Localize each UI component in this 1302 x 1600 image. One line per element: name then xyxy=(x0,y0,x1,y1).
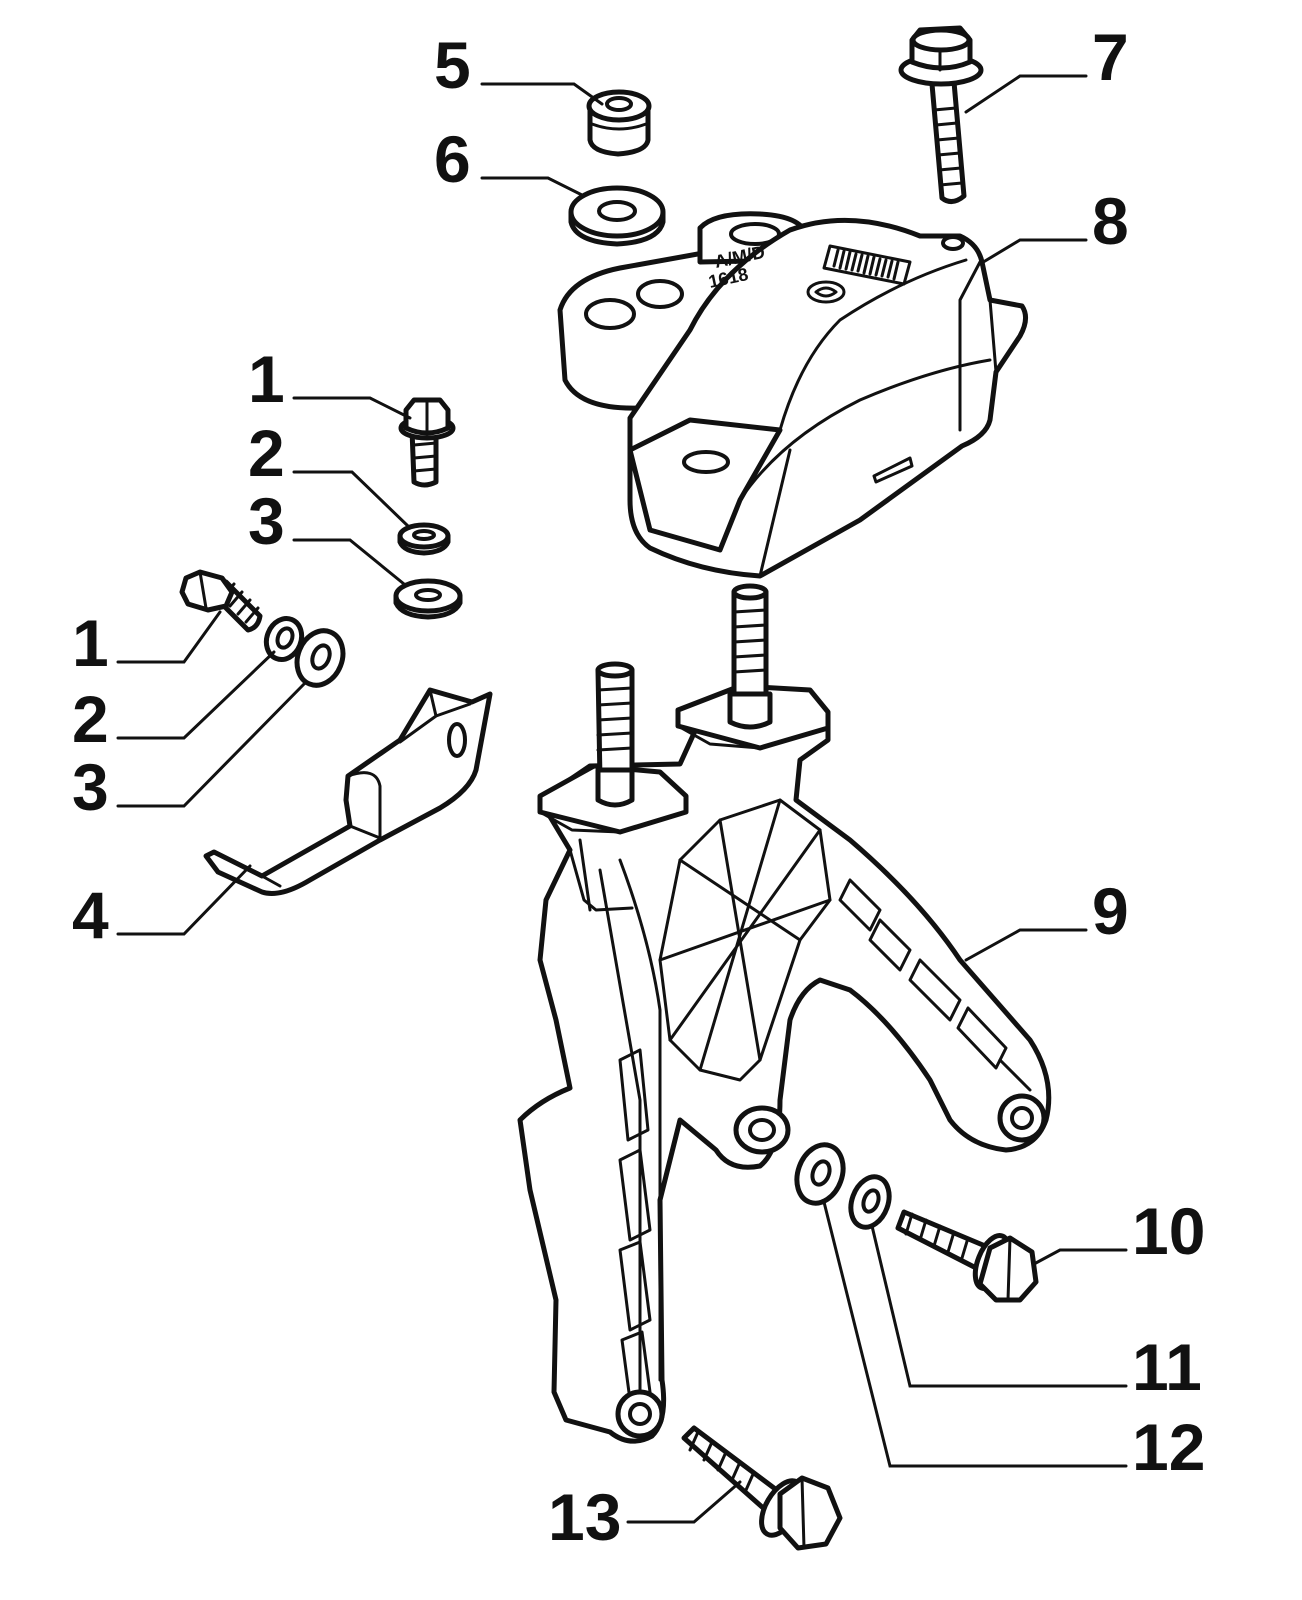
leader-13 xyxy=(626,1480,742,1524)
leader-4 xyxy=(116,864,252,936)
leader-9 xyxy=(964,928,1088,962)
callout-7: 7 xyxy=(1092,20,1129,94)
leader-3a xyxy=(292,538,406,586)
mount-barcode-label xyxy=(822,244,912,286)
part-3-washer-upper xyxy=(393,578,463,620)
leader-12 xyxy=(822,1200,1128,1468)
part-2-washer-upper xyxy=(397,522,451,556)
leader-2a xyxy=(292,470,412,530)
leader-10 xyxy=(1032,1248,1128,1266)
callout-4: 4 xyxy=(72,878,109,952)
callout-9: 9 xyxy=(1092,874,1129,948)
leader-8 xyxy=(978,238,1088,266)
part-5-rubber-bush xyxy=(586,89,652,157)
callout-1-left: 1 xyxy=(72,606,109,680)
leader-2b xyxy=(116,650,276,740)
part-1-bolt-upper xyxy=(398,397,456,488)
leader-1b xyxy=(116,610,222,664)
part-2-washer-left xyxy=(263,616,305,662)
part-10-bolt xyxy=(895,1209,1039,1303)
callout-12: 12 xyxy=(1132,1410,1205,1484)
leader-1a xyxy=(292,396,412,420)
leader-lines xyxy=(116,74,1128,1524)
part-7-flange-bolt xyxy=(898,25,984,204)
part-9-support-bracket xyxy=(517,583,1052,1444)
leader-6 xyxy=(480,176,586,198)
callout-10: 10 xyxy=(1132,1194,1205,1268)
leader-3b xyxy=(116,680,308,808)
leader-5 xyxy=(480,82,604,106)
callout-5: 5 xyxy=(434,28,471,102)
callout-3-upper: 3 xyxy=(248,484,285,558)
callout-3-left: 3 xyxy=(72,750,109,824)
part-4-bracket xyxy=(203,687,493,896)
callout-1-upper: 1 xyxy=(248,342,285,416)
part-12-washer xyxy=(794,1142,846,1206)
part-6-washer xyxy=(568,185,666,247)
part-8-engine-mount: A/M/D 1618 xyxy=(557,211,1028,579)
callout-2-left: 2 xyxy=(72,682,109,756)
callout-11: 11 xyxy=(1132,1330,1202,1404)
callout-6: 6 xyxy=(434,122,471,196)
callout-13: 13 xyxy=(548,1480,621,1554)
part-3-washer-left xyxy=(294,628,346,688)
mount-logo-stamp xyxy=(806,280,846,304)
leader-11 xyxy=(870,1224,1128,1388)
part-13-bolt xyxy=(681,1425,843,1551)
leader-7 xyxy=(964,74,1088,114)
callout-8: 8 xyxy=(1092,184,1129,258)
part-1-bolt-left xyxy=(179,569,263,633)
callout-2-upper: 2 xyxy=(248,416,285,490)
callout-numbers: 5 6 7 8 1 2 3 1 2 3 4 9 10 11 12 13 xyxy=(72,20,1205,1554)
part-11-washer xyxy=(848,1174,892,1230)
